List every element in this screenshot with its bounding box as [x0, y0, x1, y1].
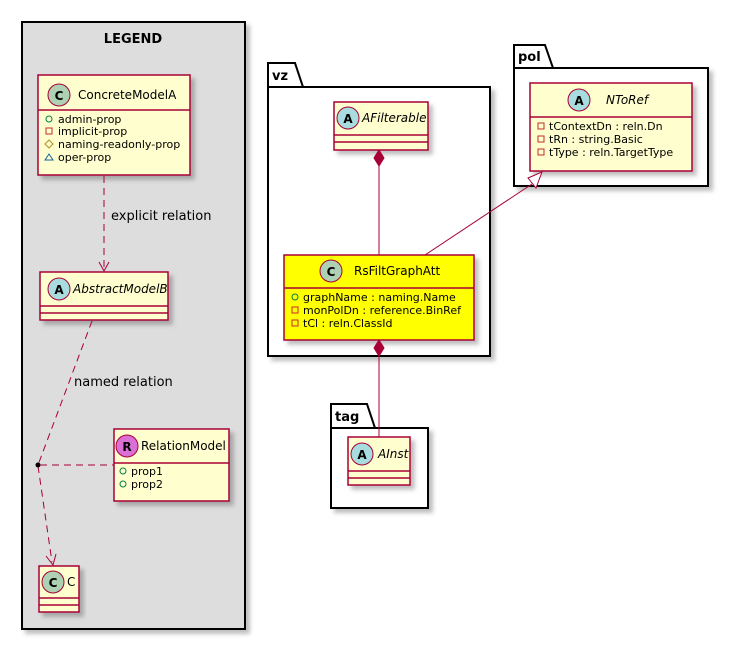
prop-tcontextdn: tContextDn : reln.Dn [549, 120, 663, 133]
class-abstract-model-b[interactable]: A AbstractModelB [39, 271, 169, 321]
prop-admin: admin-prop [58, 113, 121, 126]
composition-rsfilt-ainst [373, 339, 385, 437]
named-relation-line [37, 320, 93, 567]
class-stereotype-c-icon: C [47, 83, 71, 107]
class-stereotype-c-icon: C [41, 570, 65, 594]
class-stereotype-r-icon: R [115, 434, 139, 458]
explicit-relation-arrow [98, 176, 110, 273]
class-afilterable[interactable]: A AFilterable [333, 101, 429, 151]
class-name: RelationModel [141, 439, 226, 453]
class-stereotype-a-icon: A [336, 106, 360, 130]
svg-text:A: A [54, 283, 64, 297]
inheritance-rsfilt-ntoref [424, 171, 543, 256]
visibility-protected-icon [44, 139, 54, 149]
legend-title: LEGEND [104, 32, 163, 47]
class-stereotype-a-icon: A [47, 277, 71, 301]
prop-monpoldn: monPolDn : reference.BinRef [303, 304, 462, 317]
class-name: AFilterable [361, 111, 427, 125]
svg-text:A: A [357, 448, 367, 462]
svg-text:C: C [49, 576, 58, 590]
composition-afilterable-rsfilt [373, 149, 385, 255]
class-name: NToRef [606, 93, 650, 107]
visibility-public-icon [291, 293, 299, 301]
class-ainst[interactable]: A AInst [347, 436, 411, 486]
visibility-public-icon [45, 115, 53, 123]
prop-implicit: implicit-prop [58, 125, 127, 138]
class-stereotype-a-icon: A [567, 88, 591, 112]
prop-ttype: tType : reln.TargetType [549, 146, 673, 159]
visibility-package-icon [44, 153, 54, 161]
visibility-private-icon [537, 122, 545, 156]
class-ntoref[interactable]: A NToRef tContextDn : reln.Dn tRn : stri… [529, 82, 693, 172]
svg-text:C: C [327, 265, 336, 279]
class-name: C [67, 575, 75, 589]
svg-text:R: R [122, 440, 131, 454]
class-relation-model[interactable]: R RelationModel prop1 prop2 [113, 428, 230, 502]
prop-trn: tRn : string.Basic [549, 133, 643, 146]
visibility-private-icon [45, 127, 53, 135]
visibility-public-icon [119, 467, 127, 488]
class-stereotype-c-icon: C [319, 259, 343, 283]
prop-naming-readonly: naming-readonly-prop [58, 138, 180, 151]
package-name: tag [335, 410, 359, 425]
svg-text:C: C [55, 89, 64, 103]
visibility-private-icon [291, 306, 299, 327]
named-relation-label: named relation [74, 375, 173, 390]
explicit-relation-label: explicit relation [111, 209, 211, 224]
prop-1: prop1 [131, 465, 163, 478]
class-stereotype-a-icon: A [350, 442, 374, 466]
class-name: RsFiltGraphAtt [354, 264, 441, 278]
class-concrete-model-a[interactable]: C ConcreteModelA admin-prop implicit-pro… [37, 74, 191, 176]
relation-junction [35, 462, 41, 468]
prop-2: prop2 [131, 478, 163, 491]
class-rsfiltgraphatt[interactable]: C RsFiltGraphAtt graphName : naming.Name… [283, 254, 475, 341]
prop-tcl: tCl : reln.ClassId [303, 317, 393, 330]
prop-graphname: graphName : naming.Name [303, 291, 456, 304]
class-name: AbstractModelB [72, 282, 168, 296]
svg-text:A: A [574, 94, 584, 108]
class-name: ConcreteModelA [78, 88, 177, 102]
svg-text:A: A [343, 112, 353, 126]
class-c[interactable]: C C [38, 565, 80, 613]
package-name: vz [272, 69, 288, 84]
prop-oper: oper-prop [58, 151, 111, 164]
package-name: pol [518, 50, 541, 65]
class-name: AInst [377, 447, 410, 461]
